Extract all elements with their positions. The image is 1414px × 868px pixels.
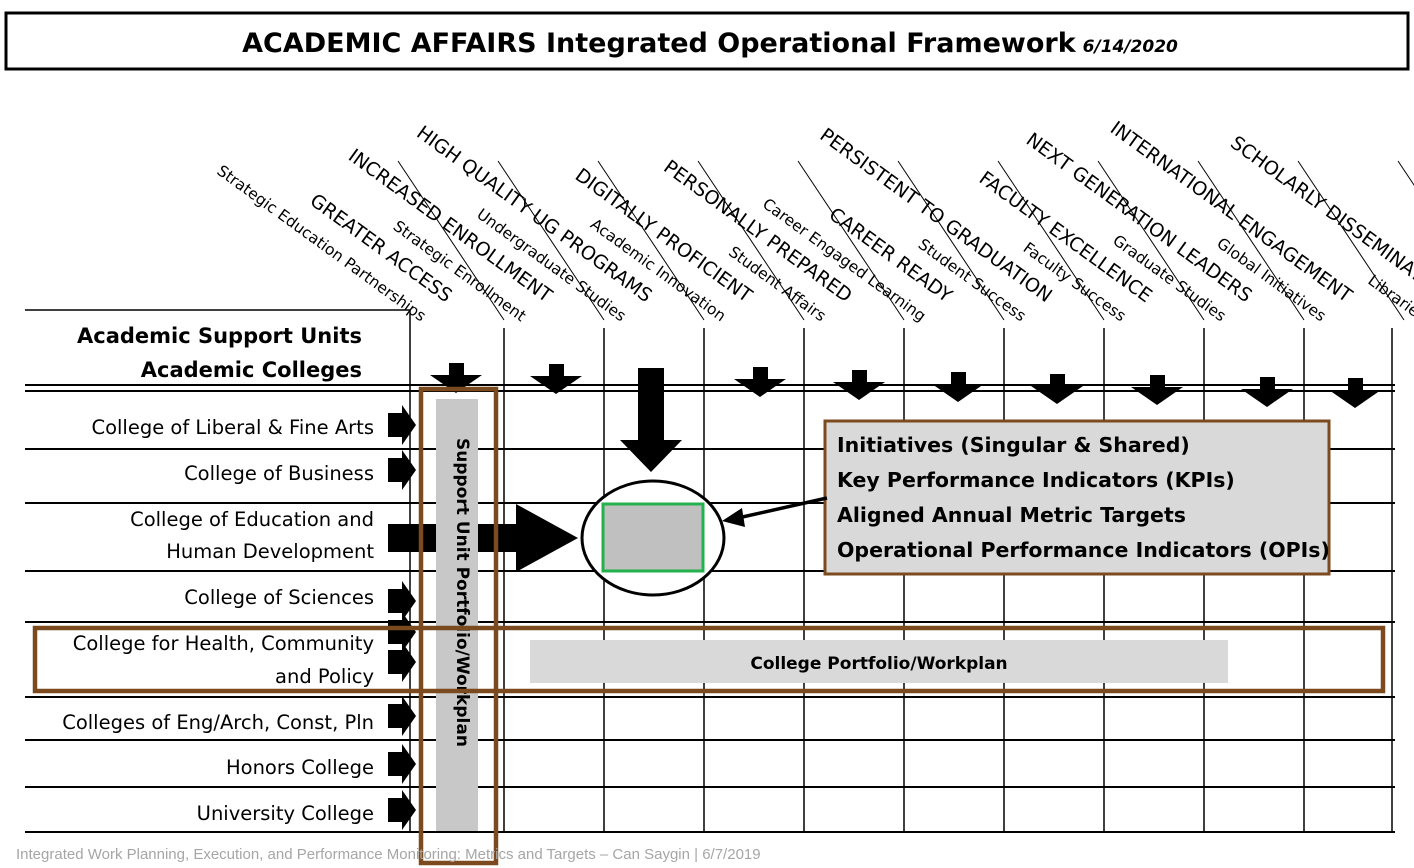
- row-label: College of Liberal & Fine Arts: [91, 416, 374, 439]
- callout-line: Key Performance Indicators (KPIs): [837, 468, 1235, 492]
- column-pointer-line: [597, 160, 705, 321]
- column-pointer-line: [997, 160, 1105, 321]
- column-pointer-line: [1197, 160, 1305, 321]
- callout-line: Initiatives (Singular & Shared): [837, 433, 1190, 457]
- college-portfolio-label: College Portfolio/Workplan: [750, 654, 1007, 674]
- row-label: Human Development: [166, 540, 374, 563]
- intersection-cell: [601, 502, 705, 573]
- arrowhead-icon: [722, 508, 745, 527]
- column-pointer-line: [797, 160, 905, 321]
- column-pointer-line: [397, 160, 505, 321]
- down-arrows: [430, 363, 1381, 472]
- down-arrow-icon: [620, 368, 682, 472]
- column-pointer-line: [497, 160, 605, 321]
- row-arrow-icon: [388, 450, 416, 490]
- row-labels: College of Liberal & Fine Arts College o…: [62, 416, 374, 825]
- row-label: College of Education and: [130, 508, 374, 531]
- row-label: College of Sciences: [184, 586, 374, 609]
- row-arrows: [388, 405, 416, 830]
- row-label: Colleges of Eng/Arch, Const, Pln: [62, 711, 374, 734]
- row-label: Honors College: [226, 756, 374, 779]
- row-arrow-icon: [388, 744, 416, 784]
- college-portfolio-frame: [32, 625, 1386, 694]
- header-colleges: Academic Colleges: [141, 358, 362, 382]
- down-arrow-icon: [530, 364, 582, 394]
- row-arrow-icon: [388, 790, 416, 830]
- college-portfolio-bar: [530, 640, 1228, 683]
- down-arrow-icon: [1241, 377, 1293, 407]
- down-arrow-icon: [1031, 374, 1083, 404]
- header-support-units: Academic Support Units: [77, 324, 362, 348]
- callout-pointer: [737, 496, 828, 520]
- row-arrow-icon: [388, 696, 416, 736]
- callout-line: Operational Performance Indicators (OPIs…: [837, 538, 1330, 562]
- row-label: University College: [197, 802, 374, 825]
- column-pointer-line: [1297, 160, 1405, 321]
- title-box: [4, 11, 1410, 71]
- page-title: ACADEMIC AFFAIRS Integrated Operational …: [242, 28, 1178, 59]
- column-pointer-line: [897, 160, 1005, 321]
- footer-text: Integrated Work Planning, Execution, and…: [16, 846, 761, 863]
- row-arrow-icon: [388, 612, 416, 652]
- column-pointer-line: [697, 160, 805, 321]
- down-arrow-icon: [932, 372, 984, 402]
- down-arrow-icon: [1131, 375, 1183, 405]
- down-arrow-icon: [430, 363, 482, 393]
- row-label: College for Health, Community: [73, 632, 374, 655]
- row-label: College of Business: [184, 462, 374, 485]
- row-arrow-icon: [388, 581, 416, 621]
- down-arrow-icon: [833, 370, 885, 400]
- down-arrow-icon: [734, 367, 786, 397]
- row-label: and Policy: [275, 665, 374, 688]
- support-unit-label: Support Unit Portfolio/Workplan: [452, 438, 472, 747]
- right-arrow-icon: [388, 504, 578, 572]
- row-arrow-icon: [388, 405, 416, 445]
- support-unit-bar: [436, 399, 478, 831]
- callout-box: [823, 419, 1331, 576]
- column-pointer-line: [1097, 160, 1205, 321]
- down-arrow-icon: [1329, 378, 1381, 408]
- callout-line: Aligned Annual Metric Targets: [837, 503, 1186, 527]
- row-arrow-icon: [388, 642, 416, 682]
